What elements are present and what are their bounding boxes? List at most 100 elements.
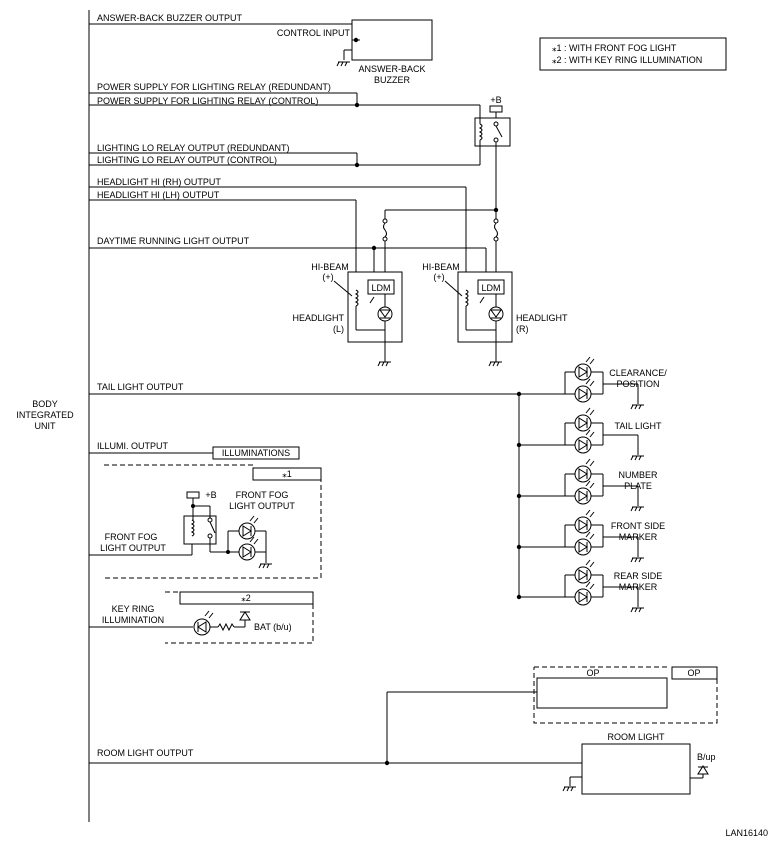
ldm-l-label: LDM (371, 283, 390, 293)
room-light-box (581, 743, 691, 795)
notes-box (539, 37, 727, 71)
hi-beam-coil-l-icon (354, 289, 359, 307)
lo-control-label: LIGHTING LO RELAY OUTPUT (CONTROL) (97, 155, 277, 165)
lamp-group: CLEARANCE/POSITION (519, 356, 667, 410)
lamp-led-icon (574, 356, 595, 381)
body-unit-label-1: BODY (32, 399, 58, 409)
hi-lh-label: HEADLIGHT HI (LH) OUTPUT (97, 190, 220, 200)
note-1: ⁎1 : WITH FRONT FOG LIGHT (552, 43, 677, 53)
ldm-r-label: LDM (481, 283, 500, 293)
hi-beam-l-plus: (+) (322, 272, 333, 282)
fog-lamp-led-icon (238, 536, 259, 561)
keyring-led-icon (193, 618, 211, 636)
tail-output-label: TAIL LIGHT OUTPUT (97, 382, 184, 392)
ground-icon (488, 361, 502, 367)
keyring-label-1: KEY RING (112, 604, 155, 614)
fog-output-label-2: LIGHT OUTPUT (100, 543, 166, 553)
lighting-relay-box (474, 117, 511, 147)
fog-relay-coil-icon (190, 519, 195, 537)
hi-beam-coil-r-icon (464, 289, 469, 307)
fog-note-tag (252, 467, 322, 481)
op-module-box (536, 677, 668, 709)
body-unit-label-3: UNIT (35, 421, 56, 431)
lamp-led-icon (574, 458, 595, 483)
lamp-group-label: POSITION (616, 379, 659, 389)
bup-terminal-icon (697, 765, 709, 775)
lamp-group-label: MARKER (619, 532, 658, 542)
ground-icon (630, 455, 644, 461)
keyring-label-2: ILLUMINATION (102, 615, 164, 625)
illuminations-box (212, 446, 300, 460)
lamp-group-label: REAR SIDE (614, 571, 663, 581)
lamp-group-label: TAIL LIGHT (614, 421, 662, 431)
headlight-r-label-1: HEADLIGHT (516, 313, 568, 323)
room-light-label: ROOM LIGHT (607, 732, 665, 742)
ground-icon (258, 563, 272, 569)
fog-fuse-icon (186, 491, 200, 499)
fog-lamps (226, 515, 272, 569)
op-module-label: OP (586, 668, 599, 678)
relay-switch-icon (495, 125, 503, 138)
lamp-led-icon (574, 429, 595, 454)
ldm-r-box (477, 279, 505, 295)
hi-beam-r-label: HI-BEAM (422, 262, 460, 272)
control-input-label: CONTROL INPUT (277, 28, 351, 38)
fog-plus-b: +B (205, 490, 216, 500)
ground-icon (377, 361, 391, 367)
headlight-l-label-2: (L) (333, 324, 344, 334)
keyring-note-tag (179, 591, 314, 605)
ldm-l-box (367, 279, 395, 295)
note-2: ⁎2 : WITH KEY RING ILLUMINATION (552, 55, 702, 65)
resistor-icon (217, 622, 235, 632)
illumi-output-label: ILLUMI. OUTPUT (97, 441, 169, 451)
ground-icon (336, 61, 350, 67)
drl-label: DAYTIME RUNNING LIGHT OUTPUT (97, 236, 250, 246)
room-output-label: ROOM LIGHT OUTPUT (97, 748, 194, 758)
fuse-icon (489, 105, 503, 113)
fog-lamp-led-icon (238, 515, 259, 540)
ps-control-label: POWER SUPPLY FOR LIGHTING RELAY (CONTROL… (97, 96, 318, 106)
lo-redundant-label: LIGHTING LO RELAY OUTPUT (REDUNDANT) (97, 143, 290, 153)
bat-label: BAT (b/u) (254, 622, 292, 632)
lamp-led-icon (574, 559, 595, 584)
lamp-led-icon (574, 407, 595, 432)
lamp-group-label: FRONT SIDE (611, 521, 665, 531)
ground-icon (630, 607, 644, 613)
bup-label: B/up (697, 752, 716, 762)
hi-beam-r-plus: (+) (433, 272, 444, 282)
op-tag-box (671, 666, 718, 680)
body-unit-label-2: INTEGRATED (16, 410, 74, 420)
ground-icon (562, 786, 576, 792)
lamp-led-icon (574, 480, 595, 505)
answer-back-output-label: ANSWER-BACK BUZZER OUTPUT (97, 13, 243, 23)
lamp-group-label: MARKER (619, 582, 658, 592)
fog-light-output-label-1: FRONT FOG (236, 490, 289, 500)
bat-terminal-icon (239, 611, 251, 621)
headlight-r-label-2: (R) (516, 324, 529, 334)
keyring-note-tag-label: ⁎2 (241, 593, 251, 603)
buzzer-label-1: ANSWER-BACK (358, 64, 425, 74)
lamp-led-icon (574, 531, 595, 556)
answer-back-buzzer-box (351, 19, 433, 61)
lamp-led-icon (574, 509, 595, 534)
relay-coil-icon (478, 123, 483, 141)
keyring-option-frame (165, 596, 314, 644)
buzzer-label-2: BUZZER (374, 75, 411, 85)
lamp-group: TAIL LIGHT (516, 407, 662, 461)
ground-icon (630, 404, 644, 410)
ground-icon (630, 506, 644, 512)
lamp-led-icon (574, 378, 595, 403)
fog-light-output-label-2: LIGHT OUTPUT (229, 501, 295, 511)
fog-relay-box (183, 515, 217, 545)
diagram-id: LAN16140 (725, 828, 768, 838)
fog-output-label-1: FRONT FOG (105, 532, 158, 542)
lamp-group-label: PLATE (624, 481, 652, 491)
hi-rh-label: HEADLIGHT HI (RH) OUTPUT (97, 177, 221, 187)
ground-icon (630, 557, 644, 563)
op-tag-label: OP (687, 668, 700, 678)
illuminations-label: ILLUMINATIONS (222, 448, 290, 458)
